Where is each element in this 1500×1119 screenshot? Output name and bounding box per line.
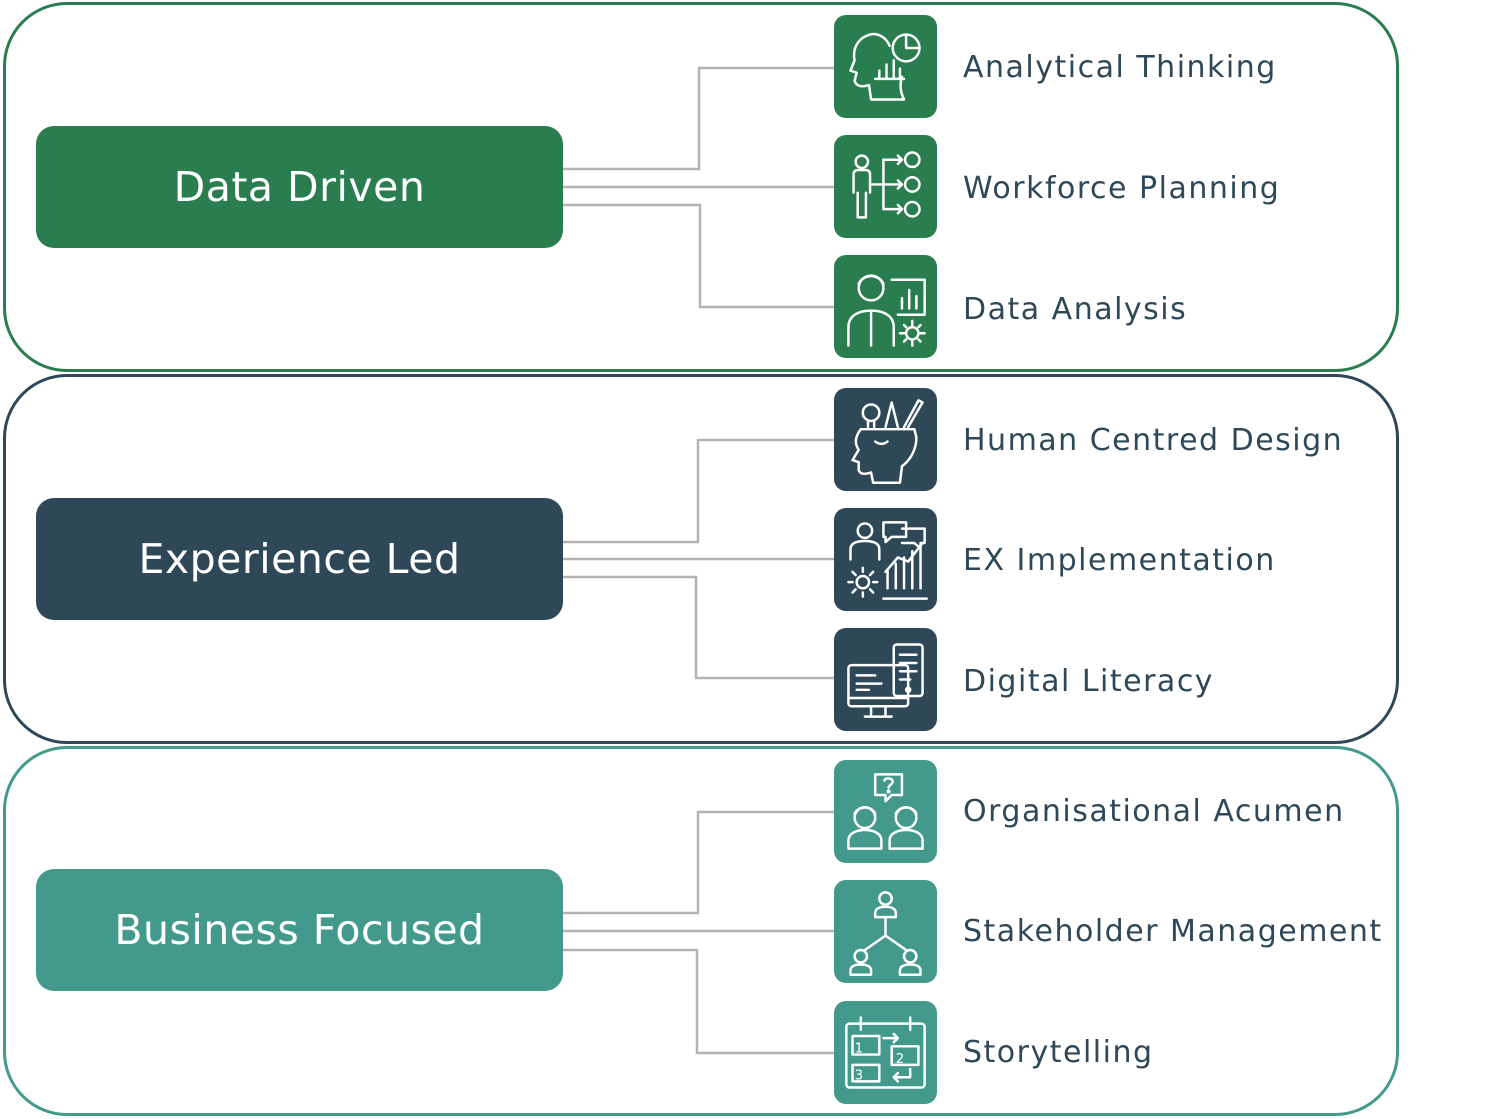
connector-storytelling (563, 948, 834, 1055)
storyboard-icon: 1 2 3 (834, 1001, 937, 1104)
person-growth-icon (834, 508, 937, 611)
category-data-driven: Data Driven (36, 126, 563, 248)
head-tools-icon (834, 388, 937, 491)
skill-analytical-thinking: Analytical Thinking (963, 50, 1277, 85)
presenter-chart-icon (834, 255, 937, 358)
people-question-icon (834, 760, 937, 863)
people-network-icon (834, 880, 937, 983)
skill-workforce-planning: Workforce Planning (963, 171, 1281, 206)
category-label: Data Driven (173, 163, 426, 211)
skill-digital-literacy: Digital Literacy (963, 664, 1215, 699)
connector-organisational-acumen (563, 810, 834, 915)
svg-text:2: 2 (896, 1052, 905, 1067)
connector-digital-literacy (562, 575, 834, 680)
person-flow-icon (834, 135, 937, 238)
category-label: Experience Led (138, 535, 461, 583)
category-business-focused: Business Focused (36, 869, 563, 991)
skill-data-analysis: Data Analysis (963, 292, 1188, 327)
skill-organisational-acumen: Organisational Acumen (963, 794, 1345, 829)
svg-text:3: 3 (855, 1068, 864, 1083)
head-chart-icon (834, 15, 937, 118)
skill-ex-implementation: EX Implementation (963, 543, 1276, 578)
connector-data-analysis (563, 203, 834, 309)
skill-storytelling: Storytelling (963, 1035, 1154, 1070)
skill-human-centred-design: Human Centred Design (963, 423, 1344, 458)
connector-analytical-thinking (563, 66, 834, 171)
devices-icon (834, 628, 937, 731)
connector-human-centred-design (562, 438, 834, 544)
svg-text:1: 1 (855, 1042, 864, 1057)
category-label: Business Focused (114, 906, 485, 954)
category-experience-led: Experience Led (36, 498, 563, 620)
skill-stakeholder-management: Stakeholder Management (963, 914, 1383, 949)
